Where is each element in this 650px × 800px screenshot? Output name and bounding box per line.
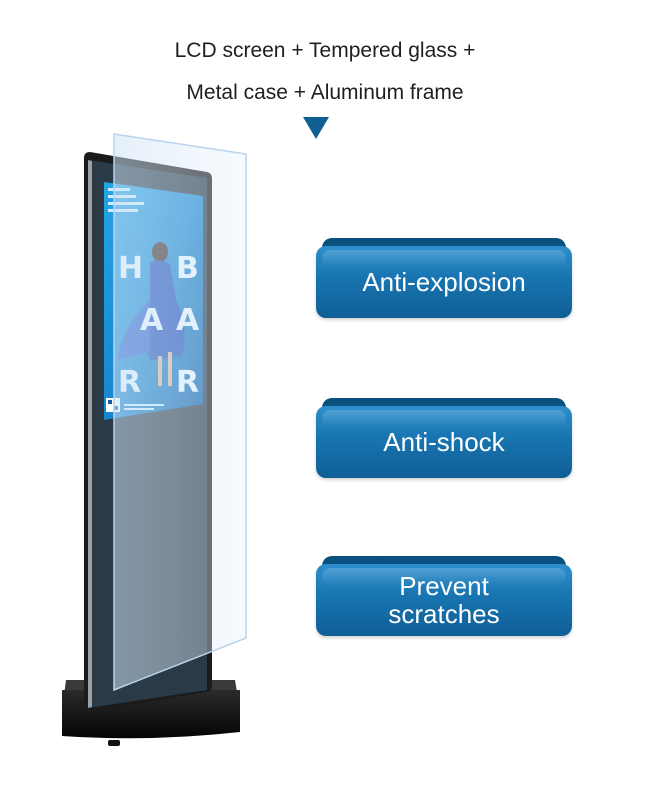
feature-label: Anti-shock <box>383 427 505 457</box>
feature-prevent-scratches: Prevent scratches <box>316 556 572 636</box>
tempered-glass-overlay <box>113 133 247 692</box>
headline-line-1: LCD screen + Tempered glass + <box>174 39 476 62</box>
triangle-down-icon <box>303 117 329 139</box>
headline: LCD screen + Tempered glass + Metal case… <box>0 30 650 114</box>
feature-anti-shock: Anti-shock <box>316 398 572 478</box>
kiosk-illustration: H A R B A R <box>62 133 247 746</box>
feature-label: Anti-explosion <box>362 267 526 297</box>
headline-line-2: Metal case + Aluminum frame <box>186 81 464 104</box>
feature-label: Prevent scratches <box>388 571 500 629</box>
feature-anti-explosion: Anti-explosion <box>316 238 572 318</box>
